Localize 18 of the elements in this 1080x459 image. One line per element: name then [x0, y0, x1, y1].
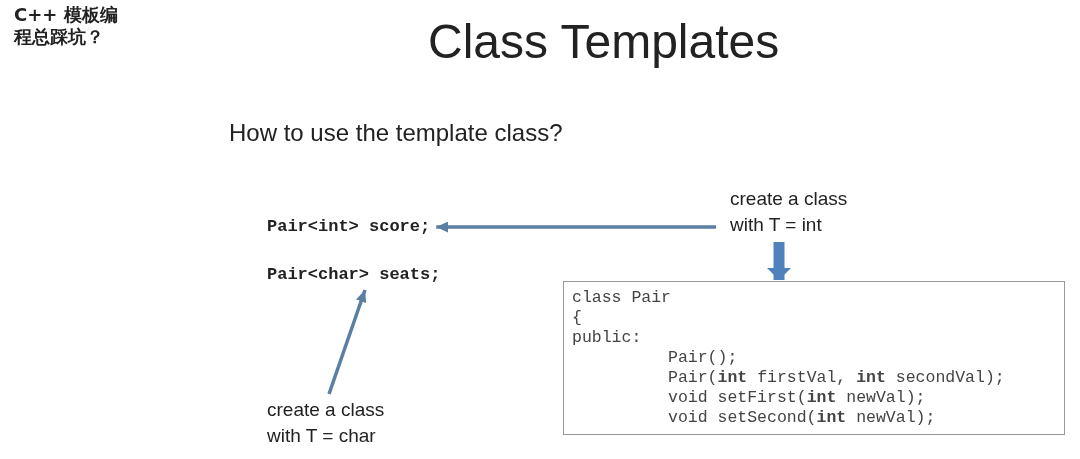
side-note: C++ 模板编程总踩坑？ — [14, 4, 119, 48]
annotation-text: create a class with T = int — [730, 186, 880, 238]
code-text: Pair<int> score; — [267, 216, 431, 238]
subtitle: How to use the template class? — [229, 118, 563, 148]
code-box — [563, 281, 1065, 435]
block-arrow — [767, 242, 791, 280]
slide-title: Class Templates — [428, 14, 780, 69]
code-line: void setSecond(int newVal); — [667, 408, 937, 428]
annotation-text: create a class with T = char — [267, 397, 417, 449]
code-line: class Pair — [572, 288, 673, 308]
code-line: Pair(); — [667, 348, 739, 368]
code-line: { — [572, 308, 583, 328]
code-line: public: — [572, 328, 643, 348]
arrow — [327, 289, 367, 395]
arrow — [436, 221, 716, 233]
code-line: Pair(int firstVal, int secondVal); — [667, 368, 1006, 388]
code-text: Pair<char> seats; — [267, 264, 441, 286]
code-line: void setFirst(int newVal); — [667, 388, 927, 408]
